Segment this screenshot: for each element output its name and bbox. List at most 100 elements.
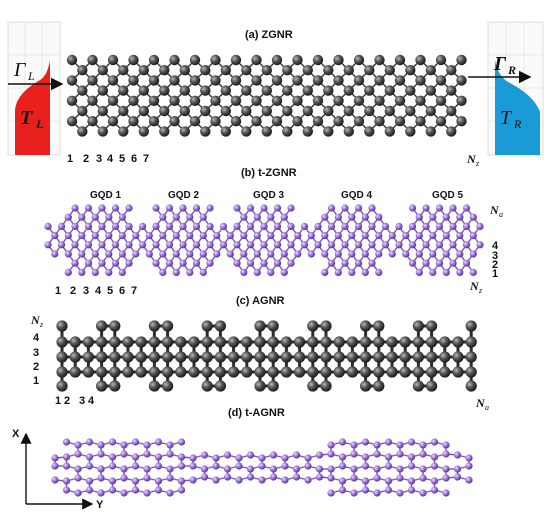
carbon-atom	[143, 450, 151, 458]
carbon-atom	[64, 232, 72, 240]
carbon-atom	[399, 336, 411, 348]
carbon-atom	[375, 232, 383, 240]
carbon-atom	[368, 241, 376, 249]
carbon-atom	[108, 453, 117, 461]
carbon-atom	[258, 454, 266, 462]
carbon-atom	[66, 75, 78, 86]
carbon-atom	[361, 462, 370, 470]
carbon-atom	[353, 95, 365, 107]
carbon-atom	[189, 454, 197, 462]
carbon-atom	[97, 85, 109, 96]
carbon-atom	[361, 250, 369, 258]
carbon-atom	[77, 85, 88, 96]
carbon-atom	[214, 380, 226, 392]
carbon-atom	[188, 336, 200, 348]
carbon-atom	[51, 462, 59, 470]
carbon-atom	[108, 477, 117, 485]
carbon-atom	[269, 465, 278, 473]
carbon-atom	[292, 116, 303, 127]
carbon-atom	[465, 366, 477, 378]
agnr-bottom-index-4: 4	[88, 395, 95, 407]
carbon-atom	[267, 268, 275, 276]
carbon-atom	[69, 336, 81, 348]
carbon-atom	[405, 126, 416, 137]
carbon-atom	[361, 486, 370, 494]
tzgnr-index-7: 7	[131, 285, 137, 297]
carbon-atom	[188, 351, 200, 363]
carbon-atom	[159, 250, 167, 258]
carbon-atom	[456, 232, 464, 240]
carbon-atom	[469, 232, 477, 240]
carbon-atom	[165, 222, 174, 230]
carbon-atom	[442, 213, 450, 221]
carbon-atom	[327, 259, 336, 267]
carbon-atom	[321, 250, 329, 258]
gqd-label-4: GQD 4	[341, 190, 373, 201]
axis-indicator: X Y	[12, 428, 104, 511]
tzgnr-lattice	[44, 204, 484, 276]
carbon-atom	[135, 366, 147, 378]
carbon-atom	[388, 250, 396, 258]
carbon-atom	[78, 268, 86, 276]
carbon-atom	[177, 462, 186, 470]
carbon-atom	[111, 222, 120, 230]
carbon-atom	[341, 241, 349, 249]
carbon-atom	[304, 462, 312, 470]
carbon-atom	[465, 380, 477, 392]
carbon-atom	[267, 336, 279, 348]
carbon-atom	[412, 366, 424, 378]
carbon-atom	[360, 351, 372, 363]
carbon-atom	[213, 232, 221, 240]
carbon-atom	[57, 222, 66, 230]
carbon-atom	[453, 473, 462, 481]
carbon-atom	[125, 241, 133, 249]
carbon-atom	[373, 465, 381, 473]
carbon-atom	[162, 380, 174, 392]
carbon-atom	[148, 75, 160, 86]
carbon-atom	[343, 85, 354, 96]
carbon-atom	[206, 241, 214, 249]
carbon-atom	[327, 474, 335, 482]
carbon-atom	[315, 451, 324, 459]
carbon-atom	[64, 268, 72, 276]
carbon-atom	[407, 453, 416, 461]
carbon-atom	[282, 65, 293, 76]
carbon-atom	[56, 366, 68, 378]
carbon-atom	[254, 380, 266, 392]
carbon-atom	[312, 54, 324, 66]
carbon-atom	[334, 213, 342, 221]
carbon-atom	[251, 116, 262, 127]
carbon-atom	[258, 462, 266, 470]
carbon-atom	[449, 241, 457, 249]
carbon-atom	[323, 126, 334, 137]
agnr-bottom-indices: 1 2 3 4	[55, 395, 95, 407]
carbon-atom	[456, 54, 467, 66]
carbon-atom	[200, 473, 209, 481]
carbon-atom	[169, 116, 180, 127]
carbon-atom	[51, 232, 59, 240]
tzgnr-index-2: 2	[70, 285, 76, 297]
carbon-atom	[91, 232, 99, 240]
tzgnr-nz-subscript: z	[478, 286, 483, 295]
carbon-atom	[315, 465, 324, 473]
carbon-atom	[269, 473, 278, 481]
carbon-atom	[465, 462, 473, 470]
carbon-atom	[375, 250, 383, 258]
carbon-atom	[422, 204, 430, 212]
agnr-bottom-index-2: 2	[64, 395, 70, 407]
carbon-atom	[386, 336, 398, 348]
carbon-atom	[148, 320, 160, 332]
carbon-atom	[143, 441, 151, 449]
tzgnr-right-index-4: 4	[492, 240, 499, 252]
carbon-atom	[333, 75, 344, 86]
carbon-atom	[273, 259, 282, 267]
carbon-atom	[395, 241, 403, 249]
carbon-atom	[132, 232, 140, 240]
carbon-atom	[206, 204, 214, 212]
carbon-atom	[435, 259, 444, 267]
carbon-atom	[395, 222, 403, 230]
carbon-atom	[108, 486, 117, 494]
carbon-atom	[97, 105, 109, 117]
carbon-atom	[419, 465, 427, 473]
